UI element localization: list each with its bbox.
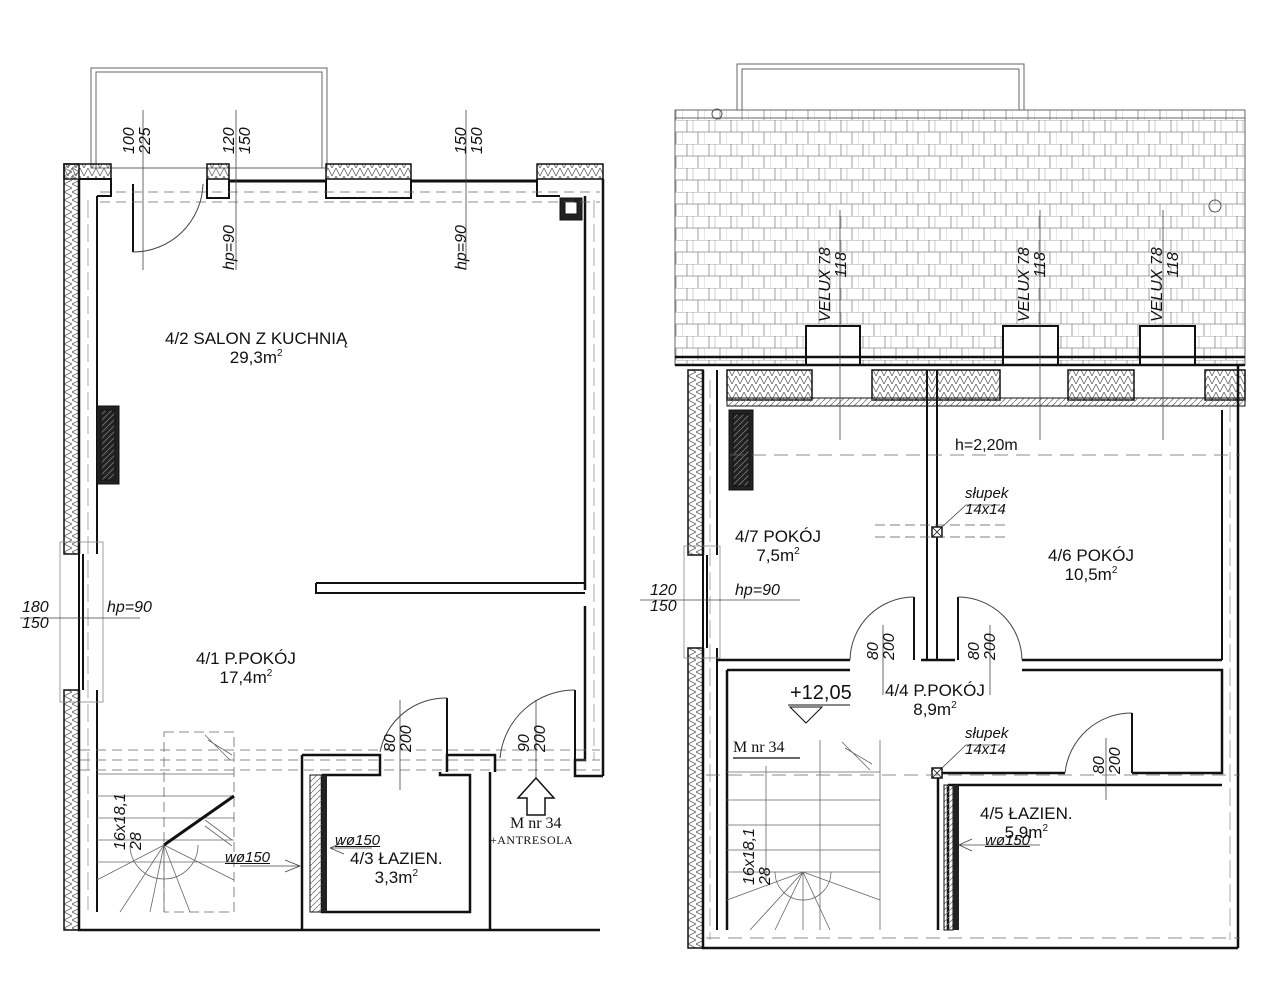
ceiling-height-label: h=2,20m — [955, 437, 1018, 454]
room-label-4-6: 4/6 POKÓJ 10,5m2 — [1048, 546, 1134, 584]
vent-label-upper: wø150 — [985, 832, 1031, 849]
room-label-4-7: 4/7 POKÓJ 7,5m2 — [735, 527, 821, 565]
room-label-bathroom: 4/3 ŁAZIEN. 3,3m2 — [350, 849, 443, 887]
velux-dim-3: VELUX 78 118 — [1149, 247, 1182, 322]
lower-floor-plan — [20, 67, 605, 932]
entrance-unit-label: M nr 34 — [510, 815, 562, 832]
unit-label: M nr 34 — [733, 739, 785, 756]
velux-dim-2: VELUX 78 118 — [1016, 247, 1049, 322]
sill-height-1: hp=90 — [221, 225, 238, 270]
room-label-hall: 4/1 P.POKÓJ 17,4m2 — [196, 649, 296, 687]
room-label-salon: 4/2 SALON Z KUCHNIĄ 29,3m2 — [165, 329, 348, 367]
room-label-4-5: 4/5 ŁAZIEN. 5,9m2 — [980, 804, 1073, 842]
entrance-sub-label: +ANTRESOLA — [490, 833, 574, 847]
sill-height-upper: hp=90 — [735, 582, 780, 599]
room-label-4-4: 4/4 P.POKÓJ 8,9m2 — [885, 681, 985, 719]
vent-label-2: wø150 — [335, 832, 381, 849]
velux-dim-1: VELUX 78 118 — [817, 247, 850, 322]
sill-height-3: hp=90 — [107, 599, 152, 616]
vent-label-1: wø150 — [225, 849, 271, 866]
level-marker: +12,05 — [790, 682, 852, 704]
sill-height-2: hp=90 — [453, 225, 470, 270]
upper-floor-plan — [640, 63, 1246, 950]
